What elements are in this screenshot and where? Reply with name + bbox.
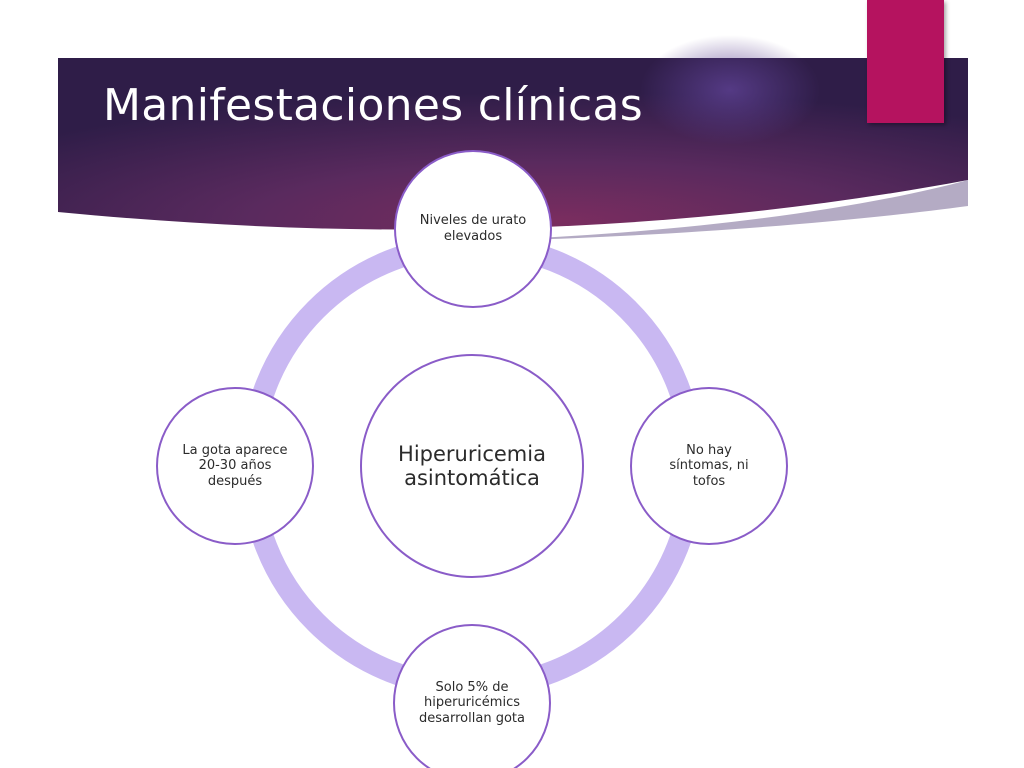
center-node (360, 354, 584, 578)
slide-title: Manifestaciones clínicas (103, 80, 643, 131)
cycle-node-bottom (393, 624, 551, 768)
accent-tab (867, 0, 944, 123)
cycle-node-right (630, 387, 788, 545)
cycle-node-left (156, 387, 314, 545)
cycle-node-top-label: Niveles de urato elevados (419, 213, 527, 244)
cycle-node-right-label: No hay síntomas, ni tofos (669, 442, 749, 489)
cycle-node-top (394, 150, 552, 308)
cycle-node-left-label: La gota aparece 20-30 años después (182, 442, 288, 489)
center-node-label: Hiperuricemia asintomática (398, 441, 546, 490)
cycle-node-bottom-label: Solo 5% de hiperuricémics desarrollan go… (419, 679, 525, 726)
